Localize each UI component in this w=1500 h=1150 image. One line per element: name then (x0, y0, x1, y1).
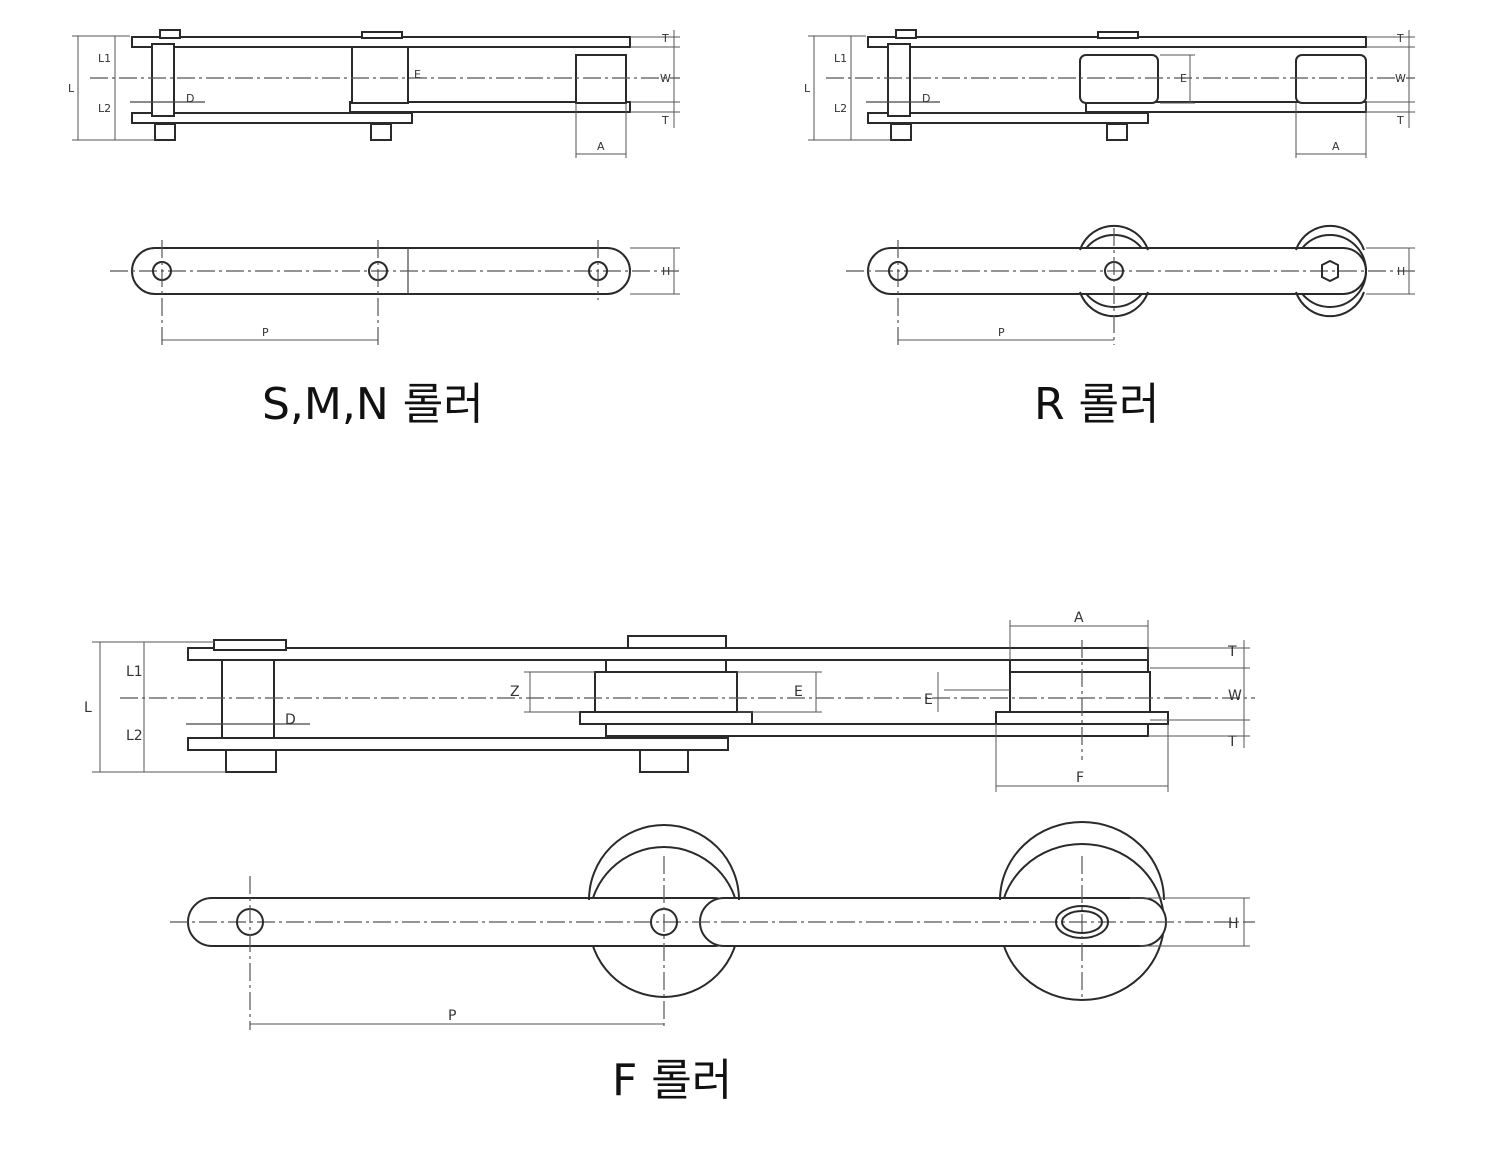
dim-A-r: A (1332, 140, 1340, 153)
dim-W-f: W (1228, 688, 1242, 704)
dim-P-r: P (998, 326, 1005, 339)
dim-L-f: L (84, 700, 92, 716)
dim-H: H (662, 265, 670, 278)
dim-P-f: P (448, 1008, 456, 1024)
dim-L: L (68, 82, 75, 95)
dim-E: E (414, 68, 421, 81)
smn-side-view: P H (110, 240, 680, 345)
r-side-view: P H (846, 224, 1415, 345)
dim-W-r: W (1395, 72, 1406, 85)
dim-L1-r: L1 (834, 52, 847, 65)
dim-P: P (262, 326, 269, 339)
dim-T: T (661, 32, 669, 45)
dim-F-f: F (1076, 770, 1084, 786)
smn-top-view: L L1 L2 D E T W T A (68, 29, 680, 158)
dim-H-f: H (1228, 916, 1239, 932)
dim-T-r: T (1396, 32, 1404, 45)
dim-H-r: H (1397, 265, 1405, 278)
dim-L2-r: L2 (834, 102, 847, 115)
dim-D-f: D (285, 712, 296, 728)
dim-E-r: E (1180, 72, 1187, 85)
r-top-view: L L1 L2 D E T W T A (804, 29, 1415, 158)
dim-L1: L1 (98, 52, 111, 65)
dim-L2-f: L2 (126, 728, 143, 744)
dim-D: D (186, 92, 194, 105)
dim-T-f: T (1227, 644, 1237, 660)
dim-E-f: E (794, 684, 803, 700)
dim-L-r: L (804, 82, 811, 95)
dim-Z-f: Z (510, 684, 520, 700)
dim-D-r: D (922, 92, 930, 105)
f-side-view: P H (170, 821, 1255, 1030)
dim-L1-f: L1 (126, 664, 143, 680)
dim-T-2: T (661, 114, 669, 127)
caption-r-roller: R 롤러 (1034, 379, 1160, 430)
dim-T-f-2: T (1227, 734, 1237, 750)
dim-J-f: E (924, 692, 933, 708)
caption-f-roller: F 롤러 (612, 1055, 733, 1106)
dim-A: A (597, 140, 605, 153)
dim-W: W (660, 72, 671, 85)
dim-T-r-2: T (1396, 114, 1404, 127)
dim-A-f: A (1074, 610, 1084, 626)
caption-smn-roller: S,M,N 롤러 (262, 379, 484, 430)
dim-L2: L2 (98, 102, 111, 115)
f-top-view: L L1 L2 D Z E E A F T W T (84, 610, 1255, 792)
